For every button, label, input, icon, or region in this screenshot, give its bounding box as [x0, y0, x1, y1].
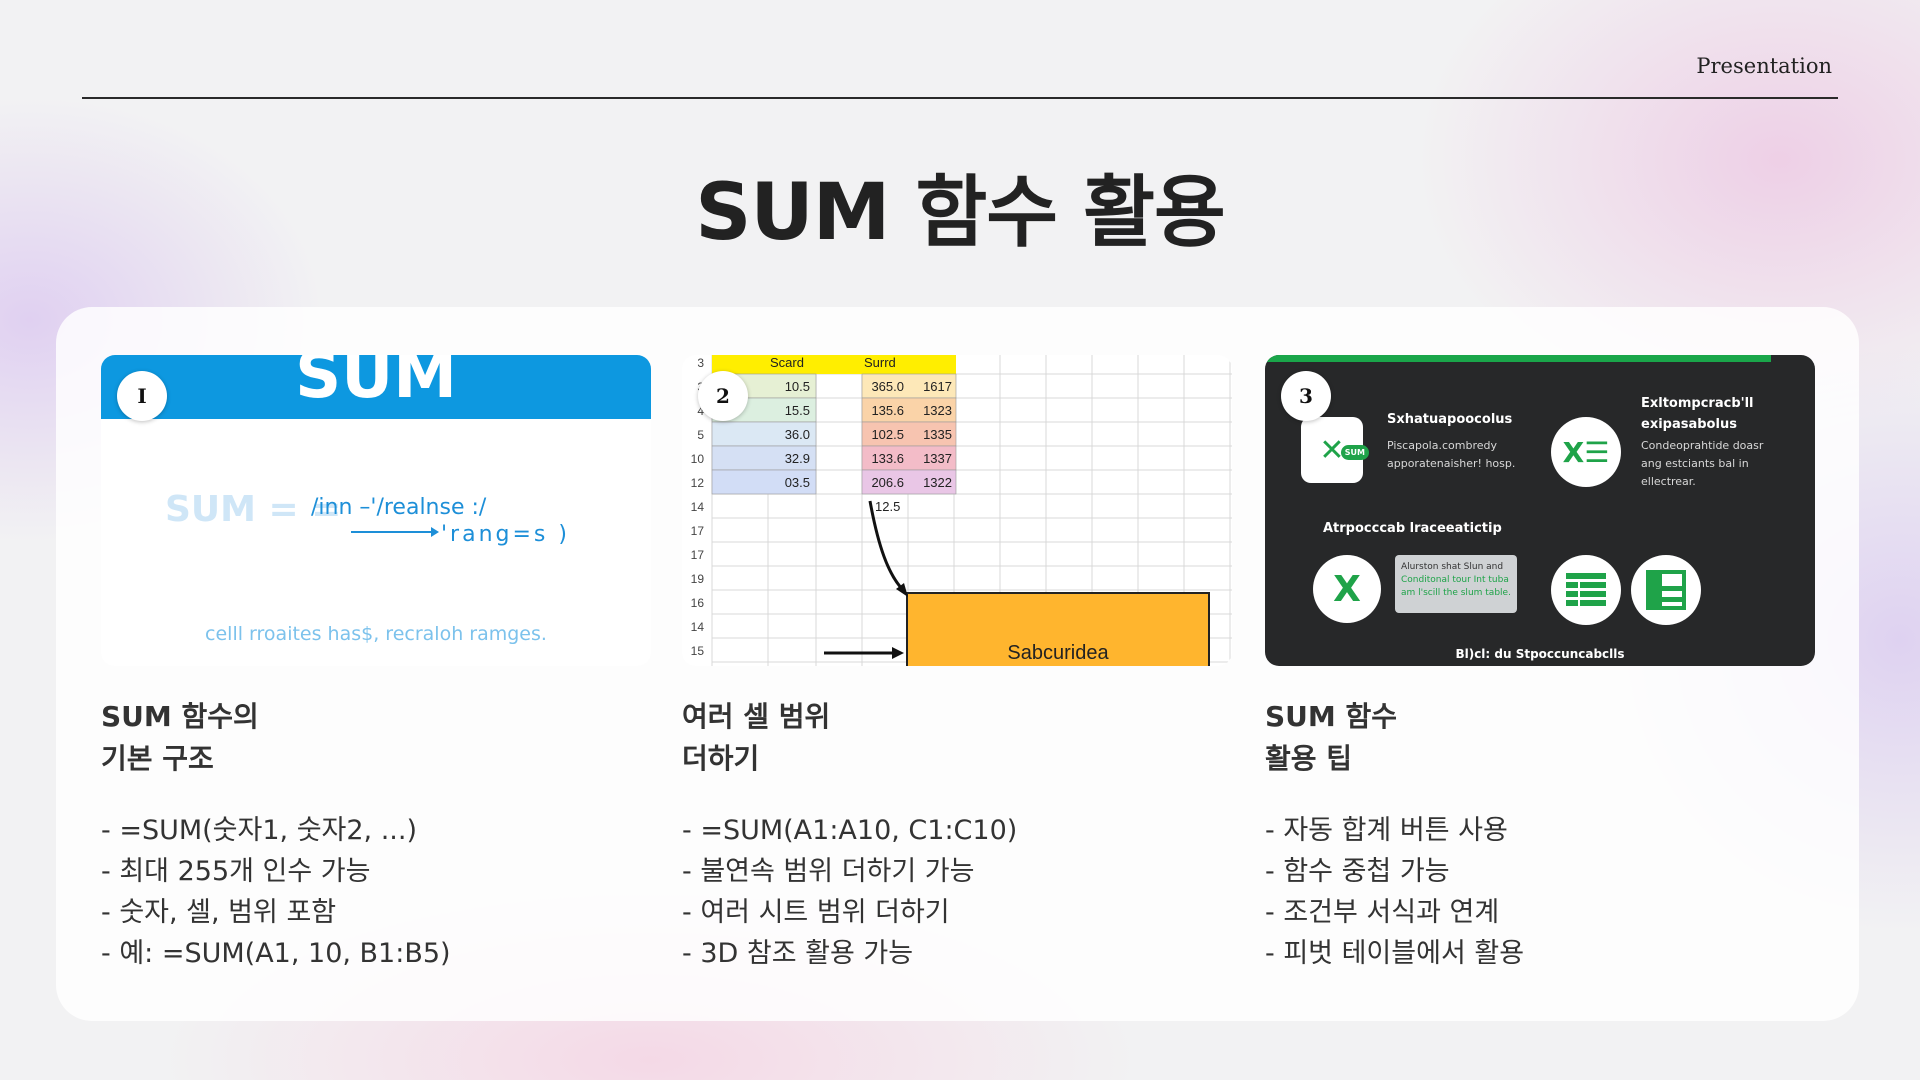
cell-value: 36.0 [785, 427, 810, 442]
cell-value: 1337 [923, 451, 952, 466]
sum-banner: SUM [101, 355, 651, 419]
excel-x-icon: X [1313, 555, 1381, 623]
column-header: Scard [770, 355, 804, 370]
formula-ghost-text: SUM = = [165, 489, 342, 530]
cell-value: 135.6 [871, 403, 904, 418]
arrow-icon [351, 527, 439, 537]
cell-value: 1323 [923, 403, 952, 418]
content-panel: SUM I SUM = = /inn –'/realnse :/ 'rang=s… [56, 307, 1859, 1021]
row-number: 4 [697, 404, 704, 418]
row-number: 14 [691, 620, 705, 634]
formula-range-text: 'rang=s ) [441, 522, 570, 547]
card-usage-tips: 3 ✕ SUM Sxhatuapoocolus Piscapola.combre… [1265, 355, 1815, 974]
illustration-footer: Bl)cl: du Stpoccuncabclls [1455, 647, 1625, 661]
bullet-item: - 함수 중첩 가능 [1265, 856, 1450, 887]
cell-fill [861, 445, 957, 471]
card-basic-structure: SUM I SUM = = /inn –'/realnse :/ 'rang=s… [101, 355, 651, 974]
bullet-item: - =SUM(A1:A10, C1:C10) [682, 815, 1018, 846]
bullet-item: - 3D 참조 활용 가능 [682, 938, 914, 969]
tip-text: Condeoprahtide doasr ang estciants bal i… [1641, 439, 1764, 488]
tip-title: Sxhatuapoocolus [1387, 412, 1513, 427]
cell-value: 10.5 [785, 379, 810, 394]
cell-value: 206.6 [871, 475, 904, 490]
step-badge-1: I [117, 371, 167, 421]
sum-formula-illustration: SUM I SUM = = /inn –'/realnse :/ 'rang=s… [101, 355, 651, 666]
cell-fill [861, 469, 957, 495]
cell-fill [861, 373, 957, 399]
header-fill [712, 355, 956, 374]
step-badge-2: 2 [698, 371, 748, 421]
row-number: 12 [691, 476, 705, 490]
tip-title: Atrpocccab lraceeatictip [1323, 521, 1502, 536]
bullet-item: - 불연속 범위 더하기 가능 [682, 856, 975, 887]
cell-value: 365.0 [871, 379, 904, 394]
arrow-head-icon [896, 583, 908, 597]
bullet-item: - 조건부 서식과 연계 [1265, 897, 1500, 928]
formula-text: /inn –'/realnse :/ [311, 495, 487, 520]
table-icon [1551, 555, 1621, 625]
cell-fill [861, 397, 957, 423]
tip-text: Piscapola.combredy apporatenaisher! hosp… [1387, 439, 1516, 470]
cell-fill [711, 445, 817, 471]
arrow-head-icon [892, 647, 904, 659]
bullet-list: - =SUM(숫자1, 숫자2, ...) - 최대 255개 인수 가능 - … [101, 810, 651, 974]
row-number: 14 [691, 500, 705, 514]
cell-fill [861, 421, 957, 447]
row-number: 5 [697, 428, 704, 442]
cell-value: 03.5 [785, 475, 810, 490]
step-badge-3: 3 [1281, 371, 1331, 421]
cell-fill [711, 469, 817, 495]
row-number: 16 [691, 596, 705, 610]
cell-value: 102.5 [871, 427, 904, 442]
presentation-label: Presentation [1696, 54, 1832, 78]
row-number: 10 [691, 452, 705, 466]
row-number: 3 [697, 356, 704, 370]
bullet-item: - =SUM(숫자1, 숫자2, ...) [101, 815, 418, 846]
bullet-item: - 피벗 테이블에서 활용 [1265, 938, 1525, 969]
cell-value: 133.6 [871, 451, 904, 466]
bullet-item: - 자동 합계 버튼 사용 [1265, 815, 1508, 846]
row-number: 17 [691, 524, 705, 538]
bullet-item: - 여러 시트 범위 더하기 [682, 897, 950, 928]
tip-title: Exltompcracb'll exipasabolus [1641, 396, 1754, 432]
cell-value: 32.9 [785, 451, 810, 466]
result-box-label: Sabcuridea [1007, 642, 1109, 664]
header-rule [82, 97, 1838, 99]
bullet-item: - 최대 255개 인수 가능 [101, 856, 371, 887]
excel-sum-icon: ✕ SUM [1301, 417, 1369, 483]
tip-note: Alurston shat Slun and Conditonal tour I… [1395, 555, 1517, 613]
column-header: Surrd [864, 355, 896, 370]
cell-value: 1335 [923, 427, 952, 442]
cell-value: 1617 [923, 379, 952, 394]
pivot-table-icon [1631, 555, 1701, 625]
row-number: 15 [691, 644, 705, 658]
result-box [906, 592, 1210, 666]
bullet-list: - =SUM(A1:A10, C1:C10) - 불연속 범위 더하기 가능 -… [682, 810, 1232, 974]
slide-title: SUM 함수 활용 [695, 168, 1225, 258]
illustration-caption: celll rroaites has$, recraloh ramges. [205, 623, 547, 645]
arrow-icon [868, 500, 906, 593]
bullet-item: - 예: =SUM(A1, 10, B1:B5) [101, 938, 451, 969]
excel-tips-illustration: 3 ✕ SUM Sxhatuapoocolus Piscapola.combre… [1265, 355, 1815, 666]
cell-value: 1322 [923, 475, 952, 490]
row-number: 17 [691, 548, 705, 562]
cell-value: 12.5 [875, 499, 900, 514]
bullet-list: - 자동 합계 버튼 사용 - 함수 중첩 가능 - 조건부 서식과 연계 - … [1265, 810, 1815, 974]
accent-bar [1265, 355, 1771, 362]
row-number: 19 [691, 572, 705, 586]
bullet-item: - 숫자, 셀, 범위 포함 [101, 897, 337, 928]
excel-icon: X☰ [1551, 417, 1621, 487]
cell-value: 15.5 [785, 403, 810, 418]
